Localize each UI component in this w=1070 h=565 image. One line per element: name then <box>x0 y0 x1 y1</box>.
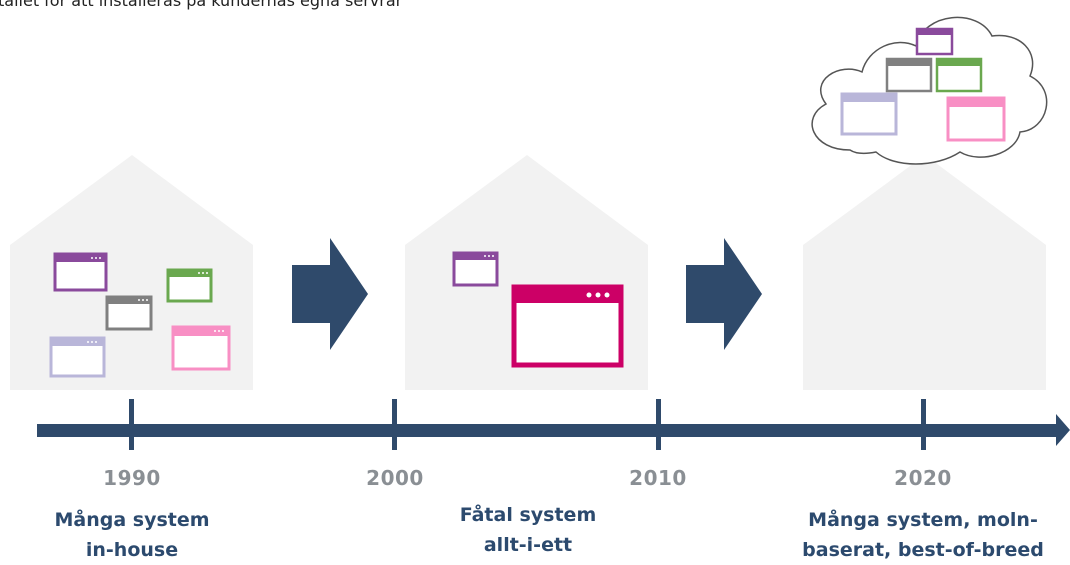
year-label-1990: 1990 <box>103 466 161 490</box>
window-icon <box>935 57 983 93</box>
timeline-tick-2000 <box>392 399 397 450</box>
stage-label-line: Många system, moln- <box>808 509 1038 531</box>
window-icon <box>166 268 213 303</box>
window-icon <box>840 92 898 136</box>
timeline-tick-1990 <box>129 399 134 450</box>
timeline-tick-2020 <box>921 399 926 450</box>
window-icon <box>452 251 499 287</box>
window-icon <box>105 295 153 331</box>
stage-label-line: in-house <box>85 539 179 561</box>
stage-label-2000: Fåtal system allt-i-ett <box>378 500 678 560</box>
window-icon <box>946 96 1006 142</box>
window-icon <box>511 284 624 368</box>
window-icon <box>885 57 933 93</box>
window-icon <box>171 325 231 371</box>
stage-label-line: baserat, best-of-breed <box>802 539 1044 561</box>
year-label-2020: 2020 <box>894 466 952 490</box>
year-label-2010: 2010 <box>629 466 687 490</box>
timeline-arrowhead-icon <box>1056 414 1070 446</box>
stage-label-line: Fåtal system <box>459 504 597 526</box>
stage-label-1990: Många system in-house <box>0 505 282 565</box>
window-icon <box>49 336 106 378</box>
year-label-2000: 2000 <box>366 466 424 490</box>
timeline-tick-2010 <box>656 399 661 450</box>
house-2020 <box>803 155 1046 390</box>
stage-label-2020: Många system, moln- baserat, best-of-bre… <box>773 505 1070 565</box>
arrow-right-icon <box>686 238 762 350</box>
stage-label-line: allt-i-ett <box>483 534 573 556</box>
window-icon <box>915 27 954 56</box>
window-icon <box>53 252 108 292</box>
arrow-right-icon <box>292 238 368 350</box>
timeline-bar <box>37 424 1059 437</box>
stage-label-line: Många system <box>54 509 210 531</box>
intro-text: tället för att installeras på kundernas … <box>0 0 403 10</box>
